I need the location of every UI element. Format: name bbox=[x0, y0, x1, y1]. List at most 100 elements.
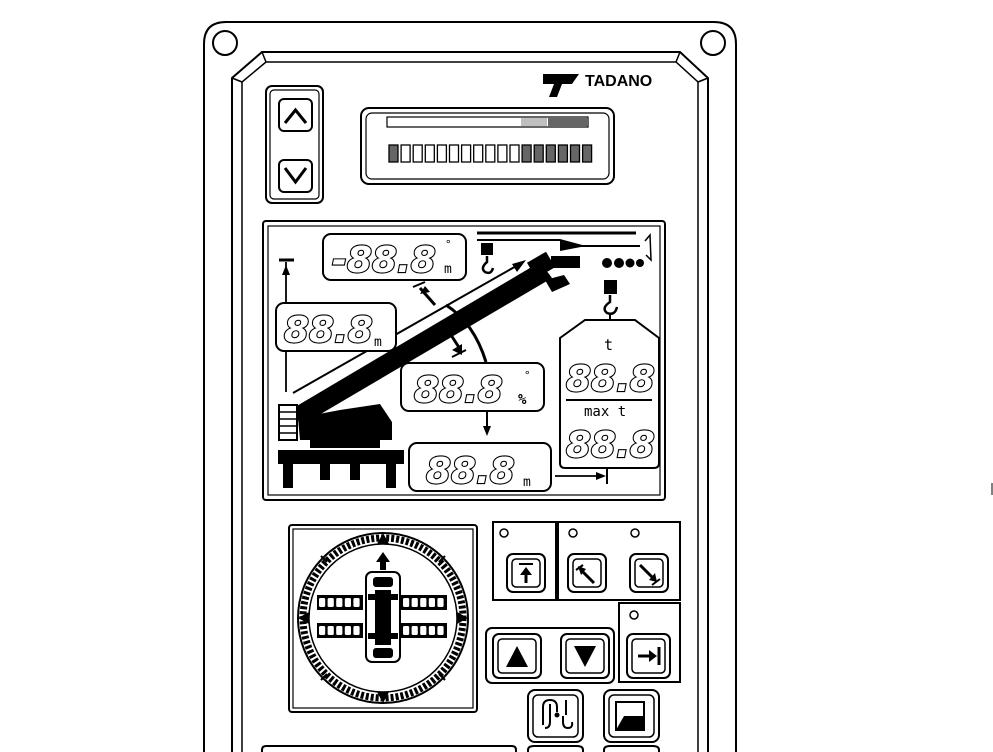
angle-top-readout: -88.8 ° m bbox=[322, 233, 467, 282]
bar-segment bbox=[533, 144, 544, 163]
extend-button[interactable] bbox=[506, 553, 546, 593]
bar-segment bbox=[569, 144, 581, 163]
down-button[interactable] bbox=[278, 159, 313, 193]
radius-unit: m bbox=[523, 475, 531, 490]
bar-segment bbox=[388, 144, 399, 163]
outrigger-cell bbox=[420, 598, 427, 607]
radius-readout: 88.8 m bbox=[408, 442, 552, 493]
bar-segment bbox=[448, 144, 460, 163]
luff-up-indicator-led bbox=[568, 528, 578, 538]
load-label: t bbox=[604, 336, 613, 354]
bar-segment bbox=[400, 144, 411, 163]
outrigger-beam bbox=[401, 595, 447, 610]
decrease-button[interactable] bbox=[560, 633, 610, 679]
angle-top-unit-m: m bbox=[444, 262, 452, 277]
angle-top-unit-deg: ° bbox=[445, 238, 452, 251]
outrigger-cell bbox=[319, 626, 326, 635]
boom-length-unit: m bbox=[374, 335, 382, 350]
mount-hole-left bbox=[212, 30, 238, 56]
bar-danger-zone bbox=[548, 118, 588, 126]
bar-segment bbox=[545, 144, 556, 163]
bar-segment bbox=[473, 144, 484, 163]
radius-limit-indicator-led bbox=[629, 610, 639, 620]
bar-segment bbox=[436, 144, 448, 163]
luff-down-indicator-led bbox=[630, 528, 640, 538]
outrigger-cell bbox=[437, 598, 444, 607]
arrow-right-bar-icon bbox=[638, 647, 661, 665]
boom-angle-unit-pct: % bbox=[518, 392, 527, 408]
angle-top-value: -88.8 bbox=[332, 240, 436, 281]
hook-select-icon bbox=[542, 698, 574, 730]
slew-compass-display bbox=[288, 524, 478, 713]
outrigger-cell bbox=[344, 598, 351, 607]
tadano-logo: TADANO bbox=[543, 73, 652, 97]
bar-segment bbox=[497, 144, 508, 163]
bar-segment bbox=[460, 144, 472, 163]
main-hook-icon bbox=[603, 280, 619, 320]
boom-angle-value: 88.8 bbox=[414, 370, 503, 411]
display-mode-button[interactable] bbox=[603, 689, 660, 743]
outrigger-cell bbox=[336, 626, 343, 635]
boom-length-value: 88.8 bbox=[284, 310, 373, 351]
outrigger-cell bbox=[403, 626, 410, 635]
outrigger-cell bbox=[336, 598, 343, 607]
outrigger-cell bbox=[353, 626, 360, 635]
outrigger-cell bbox=[437, 626, 444, 635]
outrigger-cell bbox=[353, 598, 360, 607]
boom-up-arrow-icon bbox=[519, 563, 533, 583]
max-load-value: 88.8 bbox=[566, 425, 655, 466]
triangle-down-icon bbox=[574, 646, 596, 667]
radius-limit-button[interactable] bbox=[626, 633, 671, 679]
up-button[interactable] bbox=[278, 98, 313, 132]
load-bargraph bbox=[360, 107, 615, 185]
boom-lower-icon bbox=[638, 563, 661, 586]
extend-indicator-led bbox=[499, 528, 509, 538]
chevron-up-icon bbox=[283, 107, 308, 124]
outrigger-cell bbox=[327, 626, 334, 635]
bar-segment bbox=[485, 144, 496, 163]
counterweight bbox=[278, 404, 298, 441]
outrigger-beam bbox=[401, 623, 447, 638]
outrigger-cell bbox=[403, 598, 410, 607]
boom-shape bbox=[290, 262, 552, 425]
scroll-button-group bbox=[265, 85, 324, 204]
outrigger-cell bbox=[428, 626, 435, 635]
hook-select-button[interactable] bbox=[527, 689, 584, 743]
outrigger-cell bbox=[327, 598, 334, 607]
bar-segment bbox=[557, 144, 569, 163]
outrigger-cell bbox=[411, 626, 418, 635]
brand-name: TADANO bbox=[585, 73, 652, 90]
bar-segment bbox=[509, 144, 520, 163]
outrigger-beam bbox=[317, 595, 363, 610]
carrier-top-view bbox=[317, 552, 447, 663]
luff-up-button[interactable] bbox=[567, 553, 607, 593]
bar-segment bbox=[521, 144, 532, 163]
boom-angle-unit-deg: ° bbox=[524, 369, 531, 382]
adjust-button-group bbox=[485, 627, 615, 684]
panel-housing bbox=[203, 21, 737, 752]
outrigger-cell bbox=[428, 598, 435, 607]
load-value: 88.8 bbox=[566, 359, 655, 400]
bar-segment bbox=[581, 144, 593, 163]
increase-button[interactable] bbox=[492, 633, 542, 679]
boom-length-readout: 88.8 m bbox=[275, 302, 397, 352]
display-switch-icon bbox=[615, 701, 645, 731]
inner-bezel bbox=[231, 51, 709, 752]
hook-icon bbox=[481, 243, 495, 275]
outrigger-cell bbox=[420, 626, 427, 635]
triangle-up-icon bbox=[506, 646, 528, 667]
luff-down-button[interactable] bbox=[629, 553, 669, 593]
bar-segment bbox=[424, 144, 435, 163]
outrigger-beam bbox=[317, 623, 363, 638]
outrigger-cell bbox=[344, 626, 351, 635]
outrigger-cell bbox=[411, 598, 418, 607]
mount-hole-right bbox=[700, 30, 726, 56]
max-load-label: max t bbox=[584, 404, 626, 420]
outrigger-cell bbox=[319, 598, 326, 607]
load-readout: t 88.8 max t 88.8 bbox=[559, 319, 660, 469]
bottom-row-partial bbox=[261, 745, 660, 752]
bar-segment bbox=[412, 144, 423, 163]
bar-caution-zone bbox=[521, 118, 547, 126]
boom-raise-icon bbox=[575, 564, 596, 585]
